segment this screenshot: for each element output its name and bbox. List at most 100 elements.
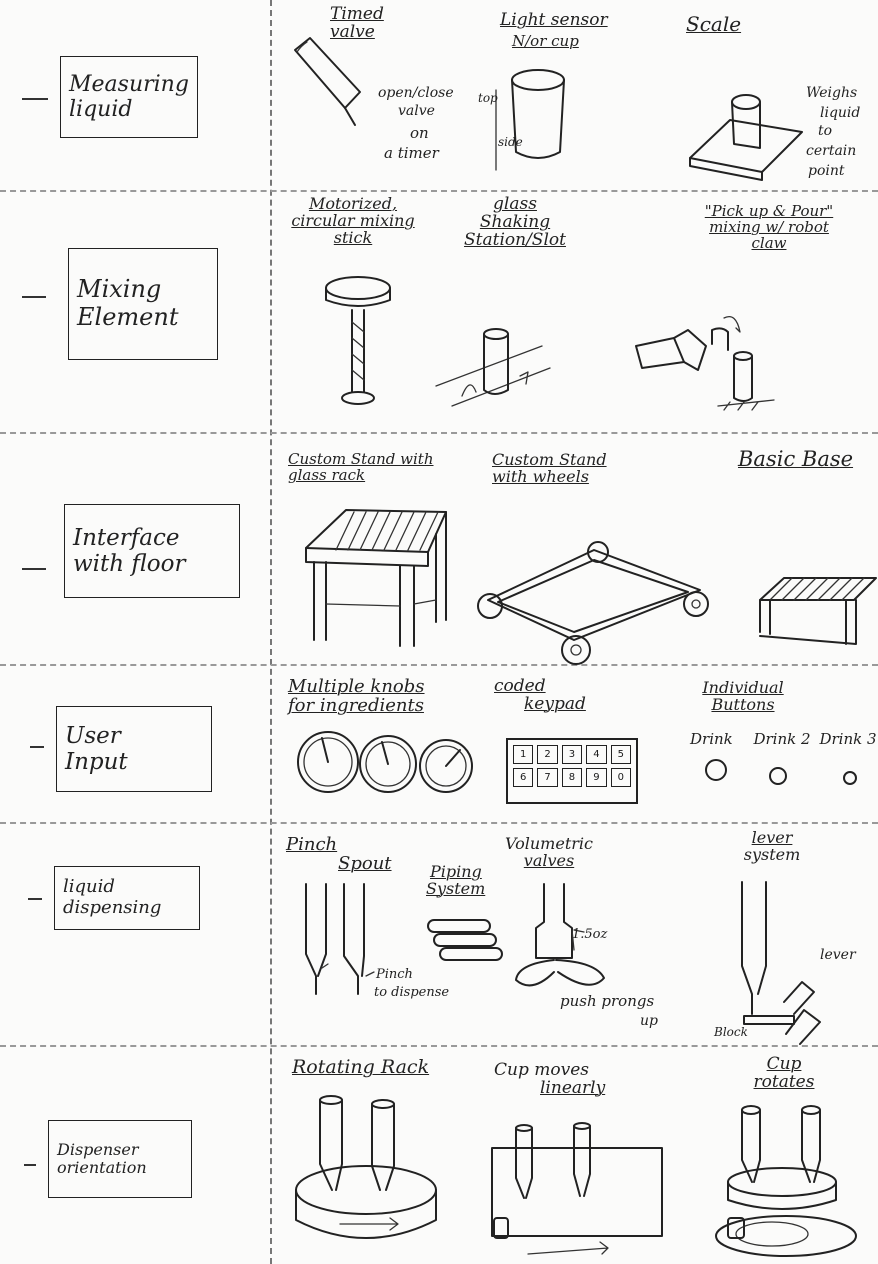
row-divider [0, 822, 878, 824]
category-label-line: Interface [73, 525, 239, 551]
drink-button[interactable] [770, 768, 786, 784]
category-label-line: liquid [63, 877, 199, 898]
category-label-line: Input [65, 749, 211, 775]
pinch-spout-sketch [300, 880, 400, 1000]
category-box-liquid-dispensing: liquid dispensing [54, 866, 200, 930]
timed-valve-sketch [285, 30, 375, 130]
keypad-key[interactable]: 1 [513, 745, 533, 764]
category-box-user-input: User Input [56, 706, 212, 792]
concept-note: certain [806, 144, 856, 159]
concept-note: lever [820, 948, 856, 963]
keypad-key[interactable]: 4 [586, 745, 606, 764]
category-label-line: dispensing [63, 898, 199, 919]
linear-cup-sketch [488, 1118, 668, 1258]
concept-note: open/close [378, 86, 454, 101]
concept-note: Block [714, 1026, 748, 1039]
keypad-key[interactable]: 7 [537, 768, 557, 787]
drink-button[interactable] [844, 772, 856, 784]
concept-note: push prongs [560, 994, 654, 1010]
bullet-dash [22, 568, 46, 570]
sensor-label-top: top [478, 92, 498, 105]
concept-title-scale: Scale [686, 14, 741, 35]
keypad-key[interactable]: 9 [586, 768, 606, 787]
keypad-key[interactable]: 2 [537, 745, 557, 764]
concept-title-individual-buttons: Individual Buttons [668, 680, 818, 714]
bullet-dash [30, 746, 44, 748]
scale-sketch [680, 80, 810, 190]
bullet-dash [22, 296, 46, 298]
concept-title-multiple-knobs: Multiple knobs for ingredients [288, 678, 425, 716]
rotating-rack-sketch [290, 1086, 450, 1246]
concept-title-cup-rotates: Cup rotates [734, 1056, 834, 1092]
category-box-dispenser-orientation: Dispenser orientation [48, 1120, 192, 1198]
keypad-key[interactable]: 0 [611, 768, 631, 787]
drink-button-label: Drink 3 [818, 732, 878, 748]
keypad-key[interactable]: 8 [562, 768, 582, 787]
concept-title-volumetric-valves: Volumetric valves [494, 836, 604, 870]
concept-title-lever-system: lever system [722, 830, 822, 864]
stand-glass-rack-sketch [296, 500, 456, 650]
category-label-line: User [65, 723, 211, 749]
concept-subtitle: N/or cup [512, 34, 579, 50]
category-box-mixing-element: Mixing Element [68, 248, 218, 360]
mixing-stick-sketch [318, 272, 398, 412]
category-label-line: Measuring [69, 72, 197, 97]
category-label-line: orientation [57, 1159, 191, 1177]
category-label-line: Element [77, 304, 217, 332]
concept-title-stand-wheels: Custom Stand with wheels [492, 452, 607, 486]
piping-system-sketch [424, 914, 514, 974]
shaking-station-sketch [432, 316, 552, 411]
category-label-line: Mixing [77, 276, 217, 304]
keypad: 1 2 3 4 5 6 7 8 9 0 [506, 738, 638, 804]
drink-button-label: Drink [690, 732, 733, 748]
category-label-line: with floor [73, 551, 239, 577]
category-label-line: Dispenser [57, 1141, 191, 1159]
category-box-interface-with-floor: Interface with floor [64, 504, 240, 598]
row-divider [0, 190, 878, 192]
keypad-key[interactable]: 3 [562, 745, 582, 764]
concept-title-motorized-mixing: Motorized, circular mixing stick [288, 196, 418, 246]
category-box-measuring-liquid: Measuring liquid [60, 56, 198, 138]
concept-title-cup-moves-linearly: Cup moves linearly [494, 1062, 605, 1098]
row-divider [0, 664, 878, 666]
concept-title-coded-keypad: coded keypad [494, 678, 586, 714]
bullet-dash [22, 98, 48, 100]
bullet-dash [28, 898, 42, 900]
keypad-key[interactable]: 6 [513, 768, 533, 787]
drink-button[interactable] [706, 760, 726, 780]
keypad-keys: 1 2 3 4 5 6 7 8 9 0 [508, 740, 636, 792]
sensor-label-side: side [498, 136, 523, 149]
concept-title-stand-glass-rack: Custom Stand with glass rack [288, 452, 434, 484]
concept-title-pick-up-pour: "Pick up & Pour" mixing w/ robot claw [664, 204, 874, 251]
concept-title-pinch-spout: Pinch Spout [286, 836, 392, 874]
drink-button-label: Drink 2 [752, 732, 812, 748]
robot-claw-sketch [628, 310, 778, 410]
keypad-key[interactable]: 5 [611, 745, 631, 764]
lever-system-sketch [724, 878, 854, 1048]
concept-note: liquid [820, 106, 860, 121]
concept-note: Pinch [376, 968, 413, 982]
concept-note: to dispense [374, 986, 449, 1000]
knobs-sketch [294, 728, 484, 798]
concept-title-piping-system: Piping System [426, 864, 485, 898]
drink-buttons-sketch [700, 756, 870, 796]
bullet-dash [24, 1164, 36, 1166]
concept-note: up [640, 1014, 658, 1029]
concept-title-light-sensor: Light sensor [500, 12, 608, 30]
concept-note: Weighs [806, 86, 857, 101]
row-divider [0, 432, 878, 434]
concept-title-basic-base: Basic Base [738, 448, 853, 470]
volumetric-valve-sketch [512, 880, 612, 1010]
concept-note: a timer [384, 146, 439, 162]
category-label-line: liquid [69, 97, 197, 122]
stand-wheels-sketch [474, 530, 724, 670]
basic-base-sketch [750, 570, 876, 660]
concept-title-rotating-rack: Rotating Rack [292, 1058, 429, 1078]
rotating-cup-sketch [706, 1100, 878, 1260]
concept-note: to [818, 124, 832, 139]
concept-note: on [410, 126, 429, 142]
concept-note: valve [398, 104, 435, 119]
light-sensor-cup-sketch [478, 60, 588, 170]
concept-note: point [808, 164, 845, 179]
